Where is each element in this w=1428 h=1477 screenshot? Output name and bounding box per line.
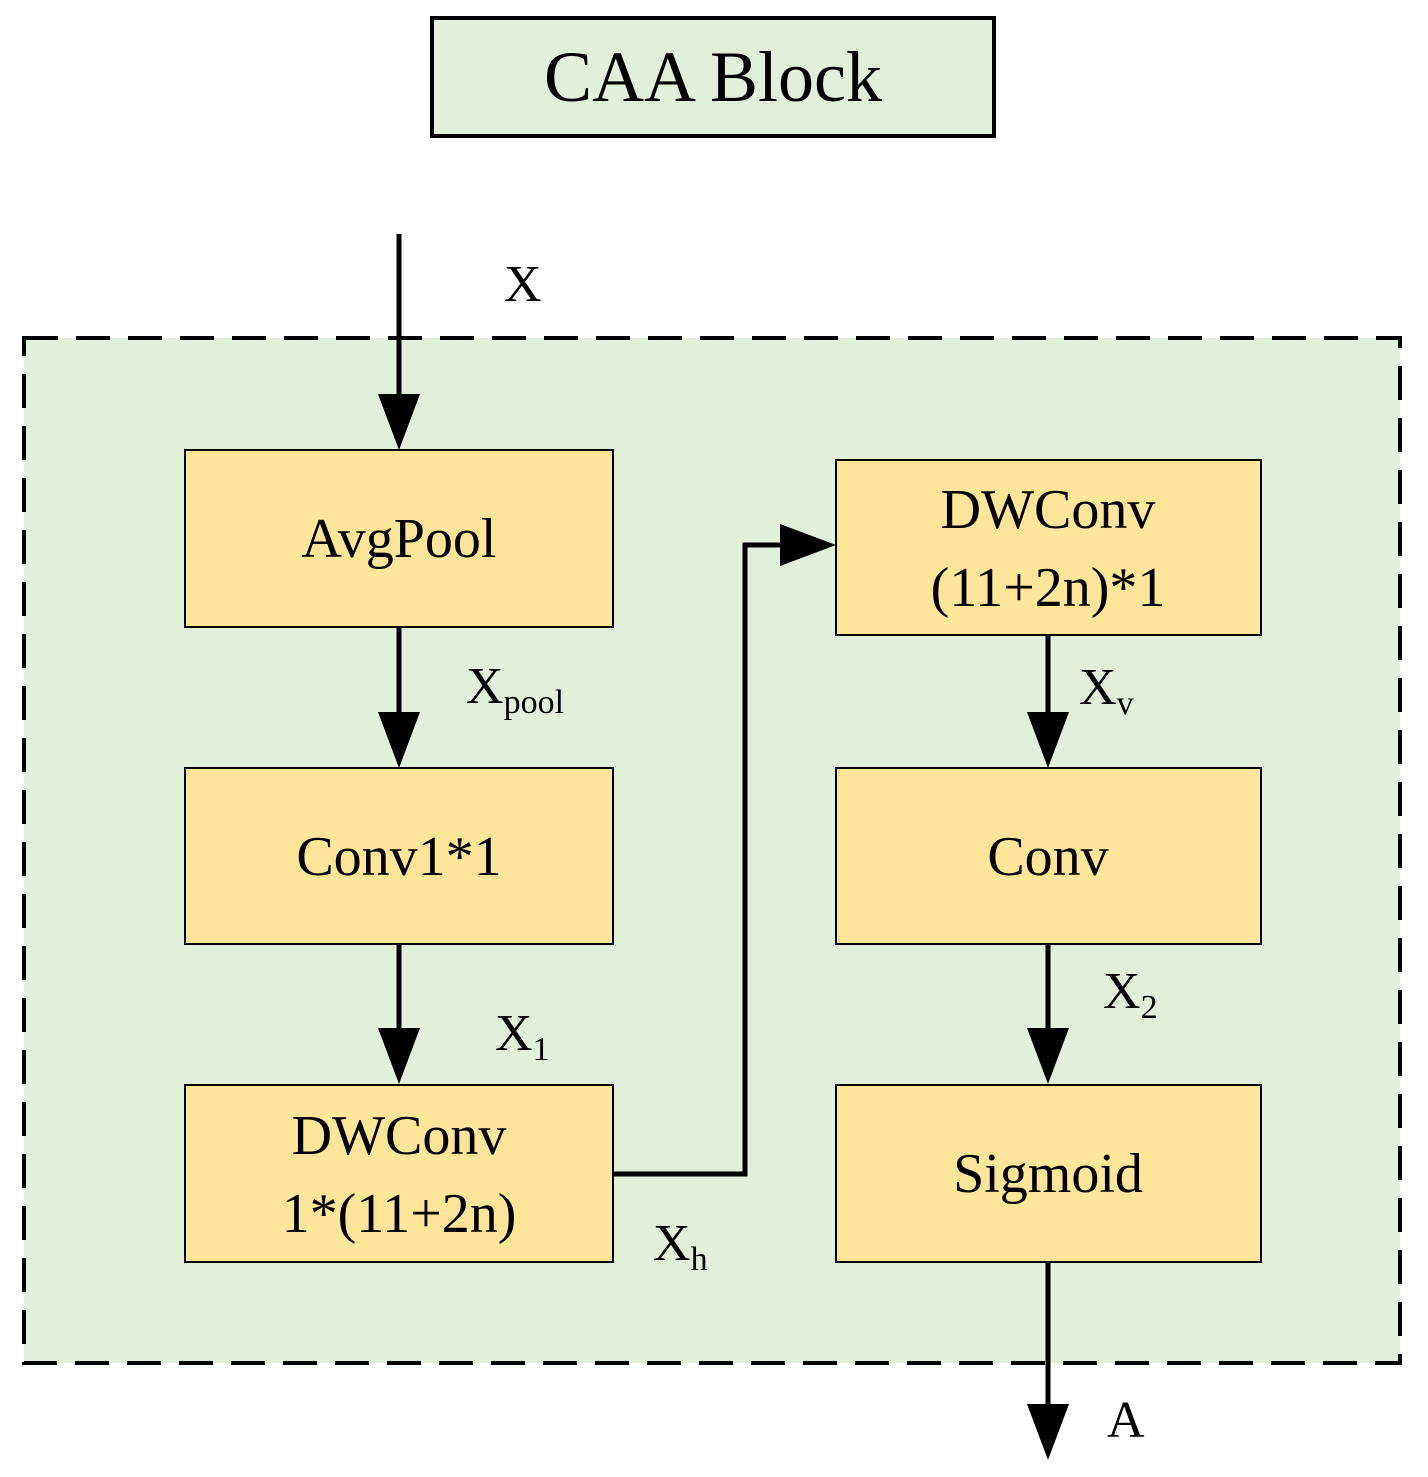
node-dwconv-h-line2: 1*(11+2n)	[282, 1183, 517, 1245]
node-dwconv-v-line1: DWConv	[941, 479, 1156, 541]
node-conv-label: Conv	[987, 826, 1108, 888]
node-conv1x1-label: Conv1*1	[296, 826, 501, 888]
arrowhead-conv1x1	[378, 712, 420, 768]
edge-dwconv-h-to-dwconv-v	[612, 542, 786, 1177]
label-x-1: X1	[495, 1005, 550, 1068]
arrowhead-conv	[1027, 712, 1069, 768]
node-avgpool: AvgPool	[184, 449, 614, 628]
label-x-pool: Xpool	[466, 658, 564, 721]
label-x: X	[504, 256, 542, 313]
arrowhead-sigmoid	[1027, 1028, 1069, 1084]
node-conv: Conv	[835, 767, 1262, 945]
label-x-v: Xv	[1079, 659, 1134, 722]
arrowhead-output	[1027, 1404, 1069, 1460]
arrowhead-dwconv-v	[780, 524, 836, 566]
node-avgpool-label: AvgPool	[302, 508, 497, 570]
node-conv1x1: Conv1*1	[184, 767, 614, 945]
node-dwconv-v-line2: (11+2n)*1	[931, 557, 1166, 619]
node-dwconv-h: DWConv 1*(11+2n)	[184, 1084, 614, 1263]
title-text: CAA Block	[544, 37, 882, 117]
node-sigmoid: Sigmoid	[835, 1084, 1262, 1263]
label-a: A	[1107, 1392, 1145, 1449]
title-box: CAA Block	[430, 16, 996, 138]
arrowheads	[378, 394, 1069, 1460]
node-sigmoid-label: Sigmoid	[953, 1143, 1143, 1205]
label-x-h: Xh	[653, 1215, 708, 1278]
node-dwconv-h-line1: DWConv	[292, 1105, 507, 1167]
arrowhead-dwconv-h	[378, 1028, 420, 1084]
edges	[396, 234, 1051, 1410]
node-dwconv-v: DWConv (11+2n)*1	[835, 459, 1262, 636]
arrowhead-avgpool	[378, 394, 420, 450]
label-x-2: X2	[1103, 963, 1158, 1026]
